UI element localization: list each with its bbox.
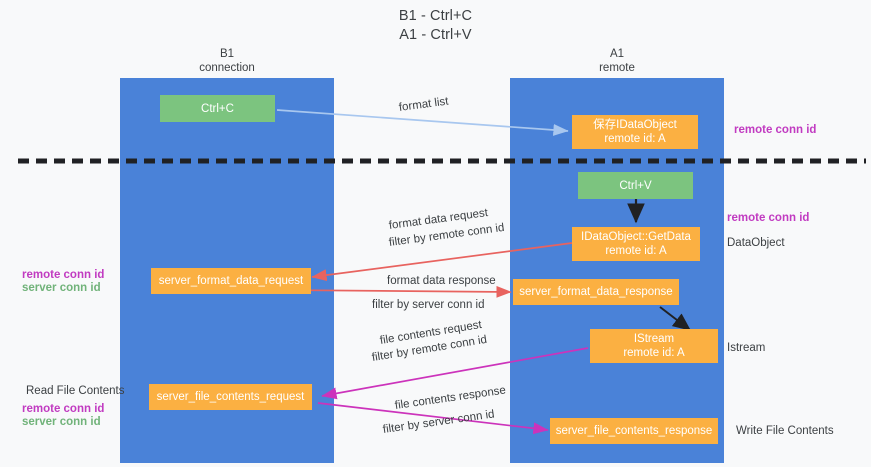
server-conn-id-text-2: server conn id	[412, 299, 485, 311]
node-server-file-contents-request[interactable]: server_file_contents_request	[149, 384, 312, 410]
annotation-left-read-file-contents-text: Read File Contents	[26, 385, 125, 397]
edge-label-format-data-response-text: format data response	[387, 275, 496, 287]
filter-by-text-2: filter by	[372, 299, 413, 311]
annotation-right-remote-conn-id-top-text: remote conn id	[734, 124, 817, 136]
annotation-right-write-file-contents-text: Write File Contents	[736, 425, 834, 437]
page-title-line1: B1 - Ctrl+C	[398, 8, 473, 24]
node-getdata-line1: IDataObject::GetData	[581, 231, 691, 243]
node-save-idataobject[interactable]: 保存IDataObject remote id: A	[572, 115, 698, 149]
annotation-left-server-conn-id: server conn id	[22, 281, 101, 295]
edge-label-format-list: format list	[398, 95, 449, 115]
edge-label-format-list-text: format list	[398, 95, 450, 114]
node-ctrl-v-label: Ctrl+V	[619, 179, 652, 192]
page-title-line2: A1 - Ctrl+V	[399, 27, 472, 43]
lane-header-a1-name: A1	[609, 48, 625, 60]
node-ctrl-v[interactable]: Ctrl+V	[578, 172, 693, 199]
lane-header-b1-name: B1	[219, 48, 235, 60]
annotation-left-server-conn-id-text: server conn id	[22, 282, 101, 294]
lane-header-a1: A1 remote	[510, 47, 724, 75]
node-save-idataobject-line2: remote id: A	[604, 133, 666, 145]
node-istream-line2: remote id: A	[623, 347, 685, 359]
node-istream[interactable]: IStream remote id: A	[590, 329, 718, 363]
node-server-file-contents-response-label: server_file_contents_response	[555, 425, 713, 437]
filter-by-text-3: filter by	[371, 345, 413, 364]
annotation-right-istream: Istream	[727, 341, 765, 355]
annotation-right-remote-conn-id-mid-text: remote conn id	[727, 212, 810, 224]
node-server-format-data-response-label: server_format_data_response	[519, 286, 673, 298]
filter-by-text-1: filter by	[388, 231, 430, 249]
lane-header-b1: B1 connection	[120, 47, 334, 75]
annotation-left-server-conn-id-b-text: server conn id	[22, 416, 101, 428]
annotation-left-read-file-contents: Read File Contents	[26, 384, 124, 398]
node-server-file-contents-response[interactable]: server_file_contents_response	[550, 418, 718, 444]
node-save-idataobject-line1: 保存IDataObject	[593, 119, 677, 131]
server-conn-id-text-4: server conn id	[422, 408, 496, 431]
node-istream-line1: IStream	[633, 333, 675, 345]
annotation-left-remote-conn-id: remote conn id	[22, 268, 104, 282]
lane-header-b1-sub: connection	[199, 62, 255, 74]
node-ctrl-c[interactable]: Ctrl+C	[160, 95, 275, 122]
node-idataobject-getdata[interactable]: IDataObject::GetData remote id: A	[572, 227, 700, 261]
node-server-format-data-response[interactable]: server_format_data_response	[513, 279, 679, 305]
annotation-right-dataobject: DataObject	[727, 236, 785, 250]
annotation-right-dataobject-text: DataObject	[727, 237, 785, 249]
annotation-left-remote-conn-id-text: remote conn id	[22, 269, 105, 281]
annotation-right-write-file-contents: Write File Contents	[736, 424, 834, 438]
annotation-left-server-conn-id-b: server conn id	[22, 415, 101, 429]
node-server-format-data-request-label: server_format_data_request	[158, 275, 304, 287]
node-server-format-data-request[interactable]: server_format_data_request	[151, 268, 311, 294]
node-getdata-line2: remote id: A	[605, 245, 667, 257]
node-ctrl-c-label: Ctrl+C	[201, 102, 234, 115]
annotation-left-remote-conn-id-b: remote conn id	[22, 402, 104, 416]
node-server-file-contents-request-label: server_file_contents_request	[156, 391, 305, 403]
filter-by-text-4: filter by	[382, 418, 424, 436]
lane-header-a1-sub: remote	[599, 62, 635, 74]
edge-label-format-data-response: format data response	[387, 274, 496, 288]
annotation-right-istream-text: Istream	[727, 342, 766, 354]
edge-label-format-data-response-filter: filter by server conn id	[372, 298, 485, 312]
annotation-right-remote-conn-id-mid: remote conn id	[727, 211, 809, 225]
annotation-left-remote-conn-id-b-text: remote conn id	[22, 403, 105, 415]
annotation-right-remote-conn-id-top: remote conn id	[734, 123, 816, 137]
